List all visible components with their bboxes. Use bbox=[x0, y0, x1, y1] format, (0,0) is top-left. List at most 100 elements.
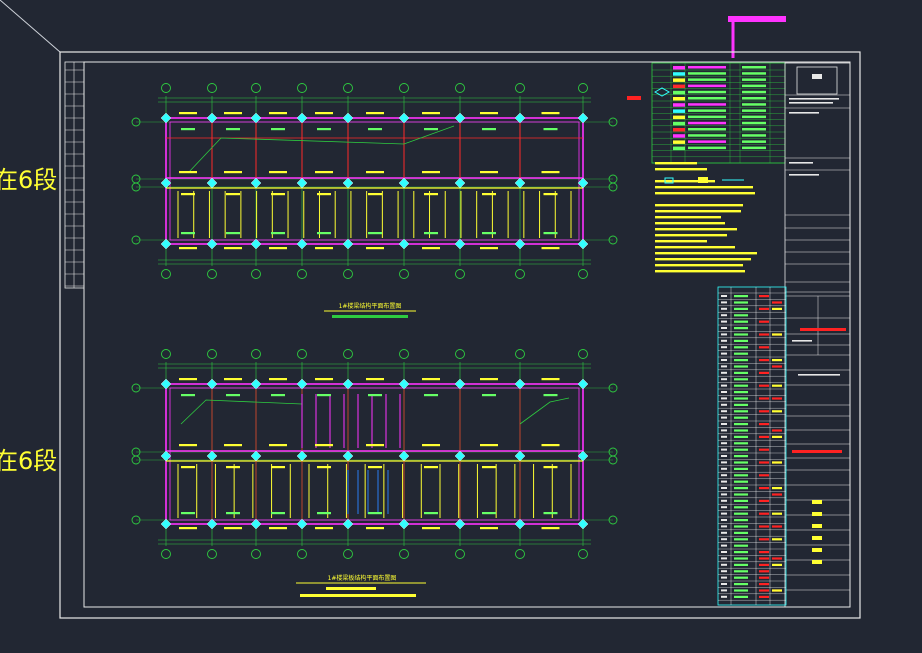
schedule-index bbox=[721, 576, 727, 579]
schedule-cell bbox=[772, 493, 782, 496]
column bbox=[398, 238, 410, 250]
column bbox=[296, 518, 308, 530]
title-text bbox=[789, 102, 833, 104]
beam-label bbox=[543, 512, 558, 515]
schedule-index bbox=[721, 455, 727, 457]
schedule-cell bbox=[734, 512, 748, 515]
rebar-schedule-table[interactable] bbox=[717, 286, 787, 606]
grid-bubble bbox=[207, 269, 217, 279]
column bbox=[206, 518, 218, 530]
schedule-cell bbox=[734, 429, 748, 432]
beam-label bbox=[541, 247, 560, 250]
structural-plan-bottom[interactable] bbox=[131, 349, 618, 559]
grid-bubble bbox=[161, 269, 171, 279]
beam-label bbox=[179, 112, 197, 115]
grid-bubble bbox=[399, 349, 409, 359]
legend-text bbox=[742, 103, 766, 106]
schedule-cell bbox=[734, 442, 748, 445]
beam-label bbox=[226, 128, 240, 131]
title-block[interactable] bbox=[784, 62, 851, 608]
beam-label bbox=[480, 527, 498, 530]
grid-bubble bbox=[399, 269, 409, 279]
beam-label bbox=[181, 128, 195, 131]
schedule-cell bbox=[759, 576, 769, 579]
legend-marker bbox=[627, 96, 641, 100]
beam-label bbox=[317, 466, 331, 469]
row-bubble bbox=[131, 455, 141, 465]
legend-table[interactable] bbox=[627, 62, 786, 164]
legend-swatch bbox=[673, 128, 685, 132]
schedule-cell bbox=[759, 525, 769, 528]
schedule-index bbox=[721, 314, 727, 317]
beam-label bbox=[271, 193, 285, 196]
beam-label bbox=[224, 444, 242, 447]
column bbox=[160, 238, 172, 250]
schedule-cell bbox=[734, 499, 748, 502]
schedule-cell bbox=[734, 423, 748, 426]
beam-label bbox=[422, 378, 440, 381]
schedule-cell bbox=[734, 359, 748, 362]
legend-text bbox=[688, 97, 726, 100]
note-line bbox=[655, 216, 721, 219]
beam-label bbox=[541, 378, 560, 381]
title-red-bar bbox=[792, 450, 842, 453]
legend-swatch bbox=[673, 134, 685, 138]
legend-text bbox=[742, 134, 766, 137]
column bbox=[160, 112, 172, 124]
schedule-cell bbox=[734, 391, 748, 394]
legend-text bbox=[742, 66, 766, 69]
schedule-index bbox=[721, 538, 727, 541]
beam-label bbox=[315, 444, 333, 447]
row-bubble bbox=[131, 235, 141, 245]
leader-line bbox=[0, 0, 61, 53]
schedule-index bbox=[721, 391, 727, 393]
beam-label bbox=[368, 232, 382, 235]
legend-text bbox=[688, 128, 726, 131]
schedule-cell bbox=[759, 589, 769, 592]
beam-label bbox=[269, 247, 287, 250]
beam-label bbox=[271, 466, 285, 469]
column bbox=[577, 238, 589, 250]
row-bubble bbox=[131, 117, 141, 127]
title-text bbox=[798, 374, 840, 376]
schedule-cell bbox=[772, 563, 782, 566]
schedule-cell bbox=[734, 467, 748, 470]
schedule-index bbox=[721, 589, 727, 592]
grid-bubble bbox=[455, 269, 465, 279]
schedule-cell bbox=[772, 397, 782, 400]
column bbox=[342, 177, 354, 189]
legend-text bbox=[742, 109, 766, 112]
title-yellow-cell bbox=[812, 560, 822, 564]
schedule-index bbox=[721, 461, 727, 464]
title-text bbox=[792, 340, 812, 342]
slab-leader bbox=[187, 125, 455, 174]
column bbox=[250, 450, 262, 462]
beam-label bbox=[543, 232, 558, 235]
schedule-cell bbox=[734, 397, 748, 400]
column bbox=[206, 378, 218, 390]
grid-bubble bbox=[251, 549, 261, 559]
row-bubble bbox=[608, 383, 618, 393]
schedule-cell bbox=[759, 384, 769, 387]
outer-beam-inner bbox=[169, 121, 580, 241]
schedule-index bbox=[721, 493, 727, 496]
column bbox=[342, 450, 354, 462]
column bbox=[250, 518, 262, 530]
schedule-cell bbox=[734, 506, 748, 509]
legend-text bbox=[688, 146, 726, 150]
schedule-index bbox=[721, 359, 727, 361]
structural-plan-top[interactable] bbox=[131, 83, 618, 279]
column bbox=[206, 112, 218, 124]
schedule-index bbox=[721, 320, 727, 323]
beam-label bbox=[317, 128, 331, 131]
column bbox=[206, 177, 218, 189]
column bbox=[577, 112, 589, 124]
legend-text bbox=[688, 115, 726, 119]
logo-box bbox=[796, 66, 838, 95]
schedule-cell bbox=[734, 365, 748, 368]
title-yellow-cell bbox=[812, 500, 822, 504]
schedule-cell bbox=[759, 333, 769, 336]
sheet-outer-frame bbox=[59, 51, 861, 619]
schedule-cell bbox=[734, 307, 748, 310]
